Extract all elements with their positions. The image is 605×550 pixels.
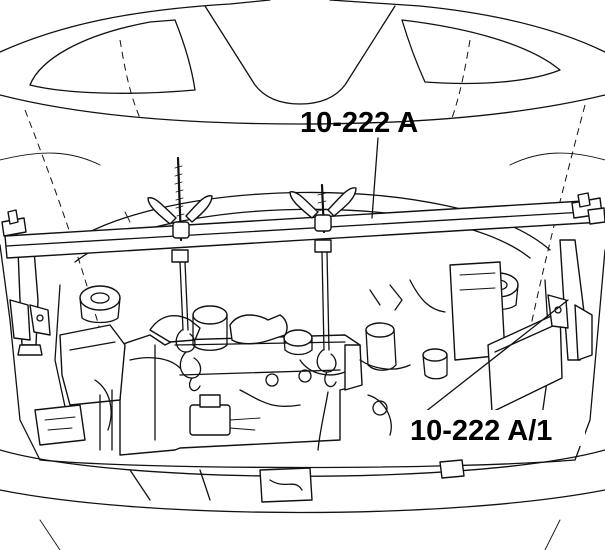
right-accessories: [344, 261, 506, 436]
adapter-bracket: [487, 239, 593, 413]
engine-block: [119, 334, 361, 456]
left-support-foot: [9, 249, 51, 356]
label-background: [405, 410, 585, 446]
front-latch: [129, 459, 465, 503]
label-tool-10-222-a: 10-222 A: [300, 107, 418, 139]
right-spindle: [289, 183, 357, 451]
leader-lines: [371, 137, 569, 417]
left-accessories: [34, 324, 126, 451]
support-crossbar: [1, 192, 605, 259]
label-tool-10-222-a-1: 10-222 A/1: [410, 415, 552, 447]
left-spindle: [147, 156, 213, 392]
hood-outline: [0, 0, 605, 331]
